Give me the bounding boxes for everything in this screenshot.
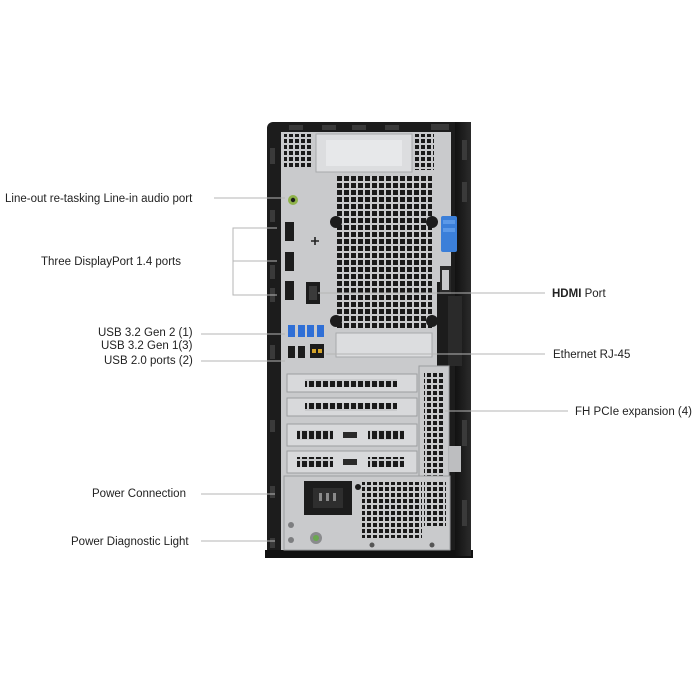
displayport-icon	[285, 222, 294, 300]
latch-icon	[441, 216, 457, 252]
power-socket-icon	[304, 481, 361, 515]
pcie-slots	[286, 365, 461, 485]
label-pcie: FH PCIe expansion (4)	[575, 406, 692, 418]
label-usb-gen2: USB 3.2 Gen 2 (1)	[98, 327, 193, 339]
diagnostic-led-icon	[310, 532, 322, 544]
label-ethernet: Ethernet RJ-45	[553, 349, 631, 361]
label-power-connection: Power Connection	[92, 488, 186, 500]
label-hdmi-bold: HDMI	[552, 288, 582, 300]
ethernet-port-icon	[310, 344, 324, 358]
label-usb-20: USB 2.0 ports (2)	[104, 355, 193, 367]
label-line-audio: Line-out re-tasking Line-in audio port	[5, 193, 193, 205]
label-displayport: Three DisplayPort 1.4 ports	[41, 256, 181, 268]
label-usb-gen1: USB 3.2 Gen 1(3)	[101, 340, 193, 352]
hdmi-port-icon	[306, 282, 320, 304]
label-hdmi-rest: Port	[581, 288, 606, 300]
label-hdmi: HDMI Port	[552, 287, 606, 301]
audio-jack-icon	[288, 195, 298, 205]
usb-port-icon	[288, 325, 324, 358]
label-power-diag: Power Diagnostic Light	[71, 536, 189, 548]
